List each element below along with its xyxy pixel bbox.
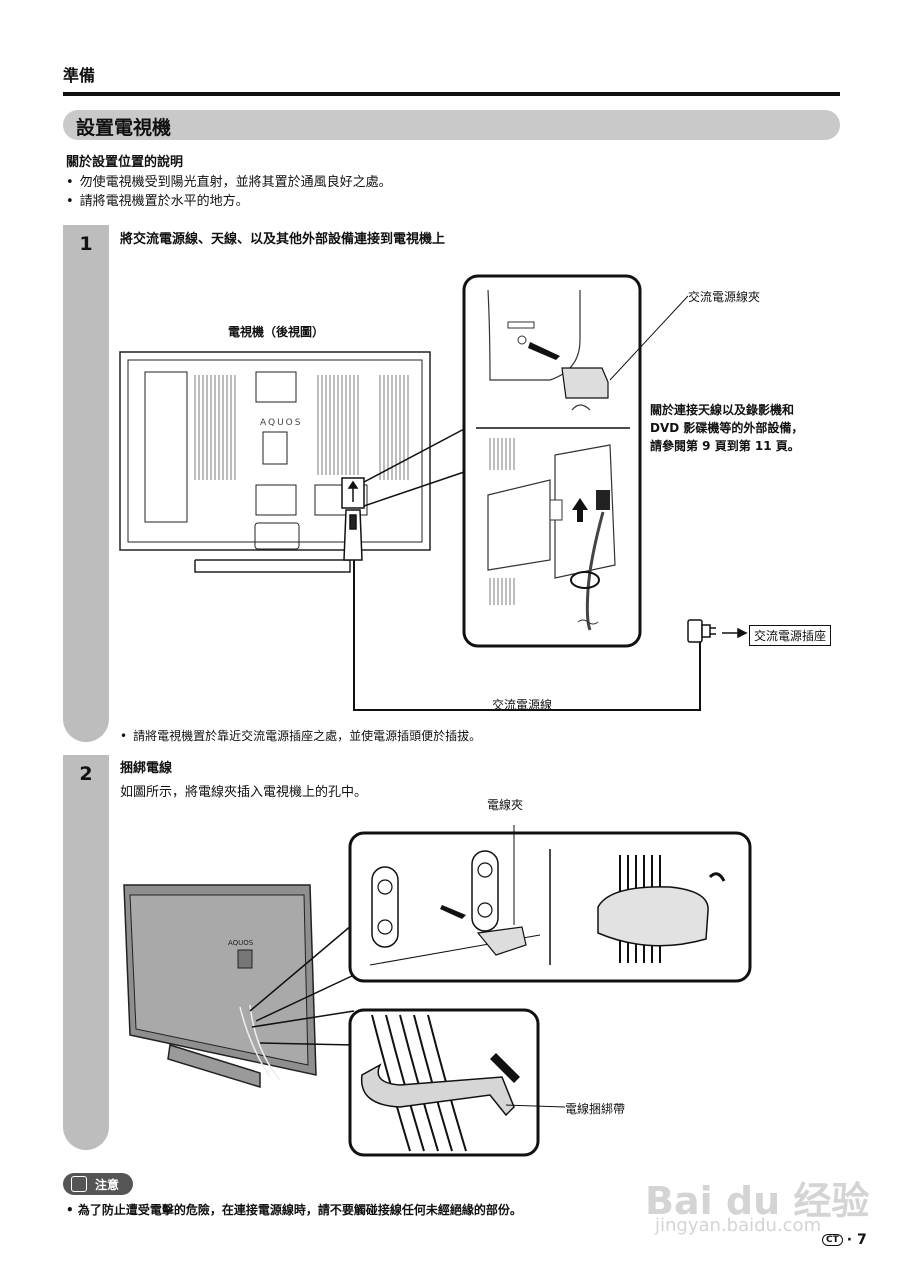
caution-text-body: 為了防止遭受電擊的危險，在連接電源線時，請不要觸碰接線任何未經絕緣的部份。 (77, 1203, 522, 1217)
callout-wedge (251, 1010, 355, 1046)
tv-brand-text: AQUOS (260, 418, 302, 428)
clip-label: 交流電源線夾 (688, 290, 761, 304)
page-title: 設置電視機 (76, 117, 172, 139)
page-number-value: 7 (856, 1232, 867, 1248)
step2-bar (63, 755, 109, 1150)
title-bar (63, 110, 840, 140)
hand-icon (71, 1176, 87, 1192)
plug-icon (687, 619, 748, 643)
note-line: 請參閱第 9 頁到第 11 頁。 (650, 439, 800, 453)
zoom-panel (462, 274, 642, 648)
tie-label: 電線捆綁帶 (565, 1102, 626, 1116)
note-line: DVD 影碟機等的外部設備， (650, 421, 804, 435)
step2-title: 捆綁電線 (120, 761, 173, 776)
clamp-label: 電線夾 (487, 798, 524, 812)
callout-wedge (249, 924, 355, 1022)
power-inlet-drawing (341, 477, 365, 561)
clamp-panel (348, 825, 752, 983)
placement-bullet: 請將電視機置於水平的地方。 (66, 190, 249, 209)
step1-bar (63, 225, 109, 742)
step2-body: 如圖所示，將電線夾插入電視機上的孔中。 (120, 785, 368, 800)
outlet-label: 交流電源插座 (749, 625, 832, 646)
step1-number: 1 (79, 233, 93, 255)
placement-heading: 關於設置位置的說明 (66, 155, 184, 170)
step1-illustration: AQUOS (119, 274, 748, 711)
tv-angled-brand: AQUOS (228, 939, 254, 947)
step1-title: 將交流電源線、天線、以及其他外部設備連接到電視機上 (120, 232, 446, 247)
header-rule (63, 92, 840, 96)
page-number: CT· 7 (822, 1232, 867, 1248)
tv-rear-drawing (119, 351, 431, 573)
tie-panel (348, 1008, 566, 1157)
ct-mark: CT (822, 1234, 843, 1246)
caution-badge: 注意 (63, 1173, 133, 1195)
cord-label: 交流電源線 (492, 698, 553, 712)
caution-label: 注意 (95, 1178, 120, 1192)
tv-angled-drawing (123, 884, 317, 1089)
placement-bullet: 勿使電視機受到陽光直射，並將其置於通風良好之處。 (66, 171, 392, 190)
power-cord-line (353, 560, 701, 711)
callout-wedge (363, 427, 471, 507)
tv-rear-label: 電視機（後視圖） (228, 325, 325, 339)
clip-leader (609, 295, 689, 381)
step1-bullet: 請將電視機置於靠近交流電源插座之處，並使電源插頭便於插拔。 (120, 727, 481, 744)
note-line: 關於連接天線以及錄影機和 (650, 403, 795, 417)
step2-number: 2 (79, 763, 93, 785)
tv-vents (194, 375, 409, 480)
caution-text: • 為了防止遭受電擊的危險，在連接電源線時，請不要觸碰接線任何未經絕緣的部份。 (66, 1203, 522, 1217)
watermark-url: jingyan.baidu.com (655, 1215, 822, 1236)
watermark-brand: Bai du 经验 (645, 1179, 870, 1223)
section-label: 準備 (63, 66, 96, 85)
step2-illustration: AQUOS (123, 825, 752, 1157)
